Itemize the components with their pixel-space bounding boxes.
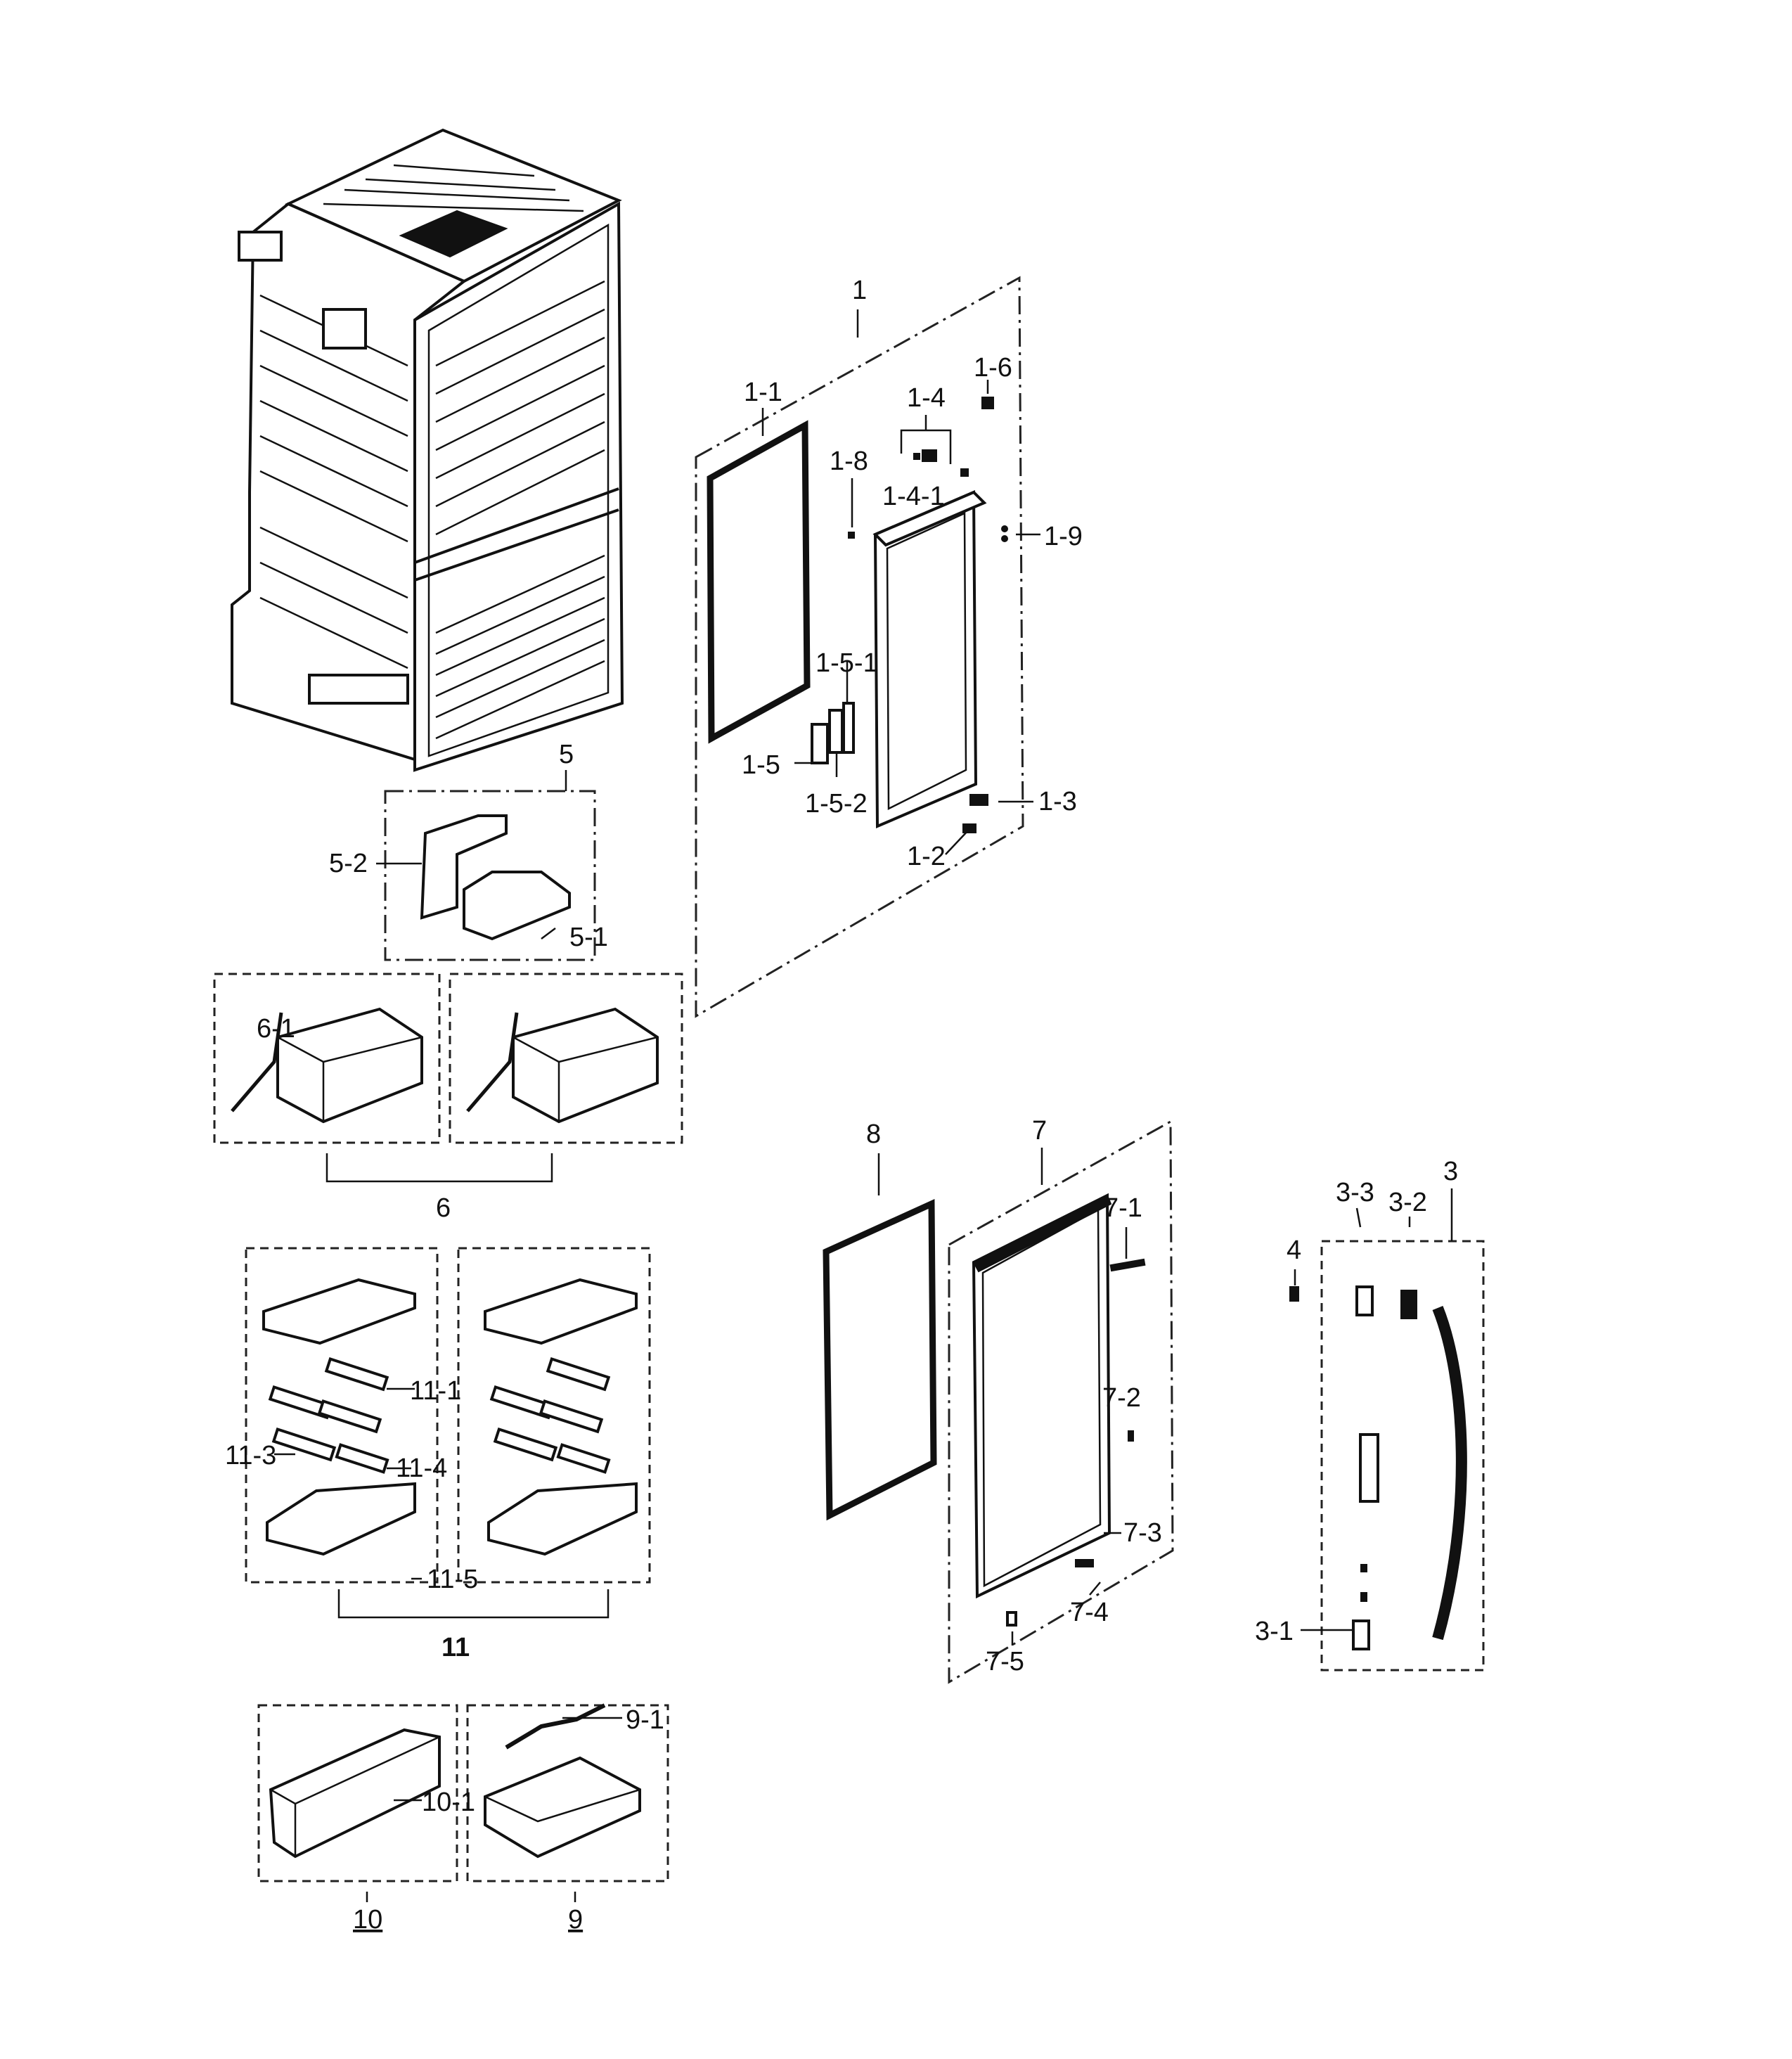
label-7: 7 — [1032, 1116, 1047, 1146]
label-1-4-1: 1-4-1 — [882, 482, 945, 511]
gasket-1-1 — [707, 420, 811, 744]
label-7-1: 7-1 — [1104, 1193, 1142, 1223]
label-3-1: 3-1 — [1255, 1617, 1294, 1646]
label-11-5: 11-5 — [427, 1565, 478, 1594]
label-1-8: 1-8 — [830, 447, 868, 476]
label-9: 9 — [568, 1905, 583, 1935]
label-1-6: 1-6 — [974, 353, 1012, 383]
label-7-3: 7-3 — [1123, 1518, 1162, 1548]
label-11-3: 11-3 — [225, 1441, 276, 1470]
label-1-9: 1-9 — [1044, 522, 1083, 551]
label-1-5: 1-5 — [742, 750, 780, 780]
label-9-1: 9-1 — [626, 1705, 664, 1735]
label-1-5-2: 1-5-2 — [805, 789, 868, 819]
label-1-4: 1-4 — [907, 383, 946, 413]
basket-assembly-6 — [213, 973, 683, 1183]
label-10-1: 10-1 — [422, 1788, 475, 1817]
label-3-3: 3-3 — [1336, 1178, 1374, 1207]
label-10: 10 — [353, 1905, 382, 1935]
label-7-4: 7-4 — [1070, 1598, 1109, 1627]
label-8: 8 — [866, 1120, 881, 1149]
label-11-1: 11-1 — [410, 1376, 461, 1406]
label-1-3: 1-3 — [1038, 787, 1077, 816]
label-3-2: 3-2 — [1388, 1188, 1427, 1217]
label-11-4: 11-4 — [396, 1454, 447, 1483]
door-assembly-7 — [823, 1120, 1174, 1684]
label-11: 11 — [441, 1633, 470, 1662]
label-1-5-1: 1-5-1 — [816, 648, 878, 678]
label-4: 4 — [1287, 1236, 1301, 1265]
label-6-1: 6-1 — [257, 1014, 295, 1044]
door-handle — [1432, 1306, 1467, 1641]
label-7-5: 7-5 — [986, 1647, 1024, 1676]
part-labels: 1 1-1 1-4 1-6 1-8 1-4-1 1-9 1-5-1 1-5 1-… — [225, 276, 1458, 1935]
label-5-1: 5-1 — [569, 923, 608, 952]
label-1-1: 1-1 — [744, 378, 782, 407]
label-1: 1 — [852, 276, 867, 305]
gasket-8 — [823, 1199, 937, 1521]
label-5: 5 — [559, 740, 574, 769]
bin-assembly-5 — [384, 770, 596, 961]
label-1-2: 1-2 — [907, 842, 946, 871]
handle-assembly-3 — [1289, 1188, 1485, 1672]
label-6: 6 — [436, 1193, 451, 1223]
refrigerator-cabinet — [231, 128, 624, 772]
label-5-2: 5-2 — [329, 849, 368, 878]
label-3: 3 — [1443, 1157, 1458, 1186]
label-7-2: 7-2 — [1102, 1383, 1141, 1413]
shelf-assembly-11 — [245, 1247, 651, 1619]
door-assembly-1 — [695, 276, 1024, 1018]
bin-assemblies-9-10 — [257, 1703, 669, 1902]
leader-lines — [274, 309, 1411, 1802]
